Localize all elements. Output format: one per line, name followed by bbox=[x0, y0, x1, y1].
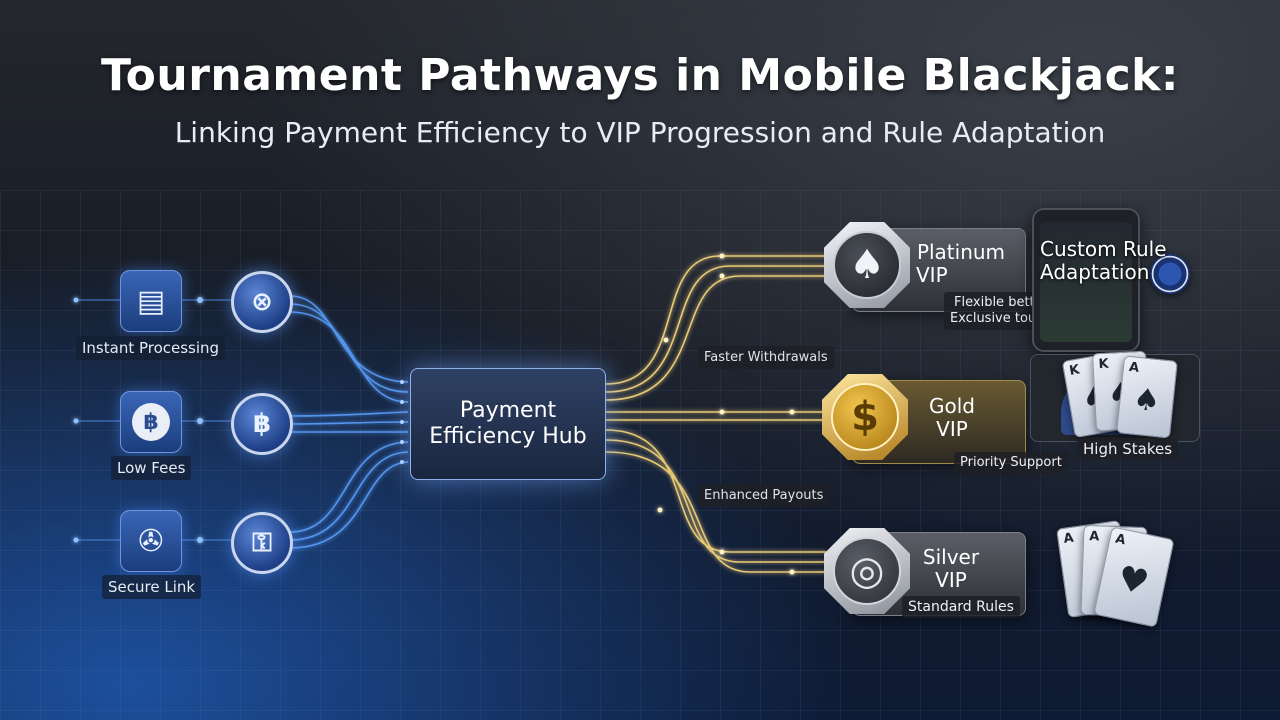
payment-efficiency-hub: Payment Efficiency Hub bbox=[410, 368, 606, 480]
path-label-enhanced-payouts: Enhanced Payouts bbox=[698, 484, 830, 507]
hub-label: Payment Efficiency Hub bbox=[429, 398, 587, 449]
source-label-secure-link: Secure Link bbox=[102, 575, 202, 599]
path-label-faster-withdrawals: Faster Withdrawals bbox=[698, 346, 834, 369]
silver-perks: Standard Rules bbox=[902, 596, 1020, 618]
poker-chip-icon bbox=[1150, 254, 1190, 294]
processing-coin-icon: ⊗ bbox=[231, 271, 293, 333]
playing-card-icon: A♠ bbox=[1116, 355, 1178, 439]
gold-tier-name: Gold VIP bbox=[929, 394, 975, 441]
fees-coin-icon: ฿ bbox=[231, 393, 293, 455]
source-label-instant-processing: Instant Processing bbox=[76, 336, 226, 360]
bitcoin-icon: ฿ bbox=[120, 391, 182, 453]
high-stakes-label: High Stakes bbox=[1077, 438, 1179, 460]
page-subtitle: Linking Payment Efficiency to VIP Progre… bbox=[174, 116, 1106, 149]
silver-badge-icon: ◎ bbox=[824, 528, 910, 614]
page-title: Tournament Pathways in Mobile Blackjack: bbox=[100, 50, 1180, 101]
secure-link-icon: ✇ bbox=[120, 510, 182, 572]
secure-coin-icon: ⚿ bbox=[231, 512, 293, 574]
platinum-badge-icon: ♠ bbox=[824, 222, 910, 308]
source-label-low-fees: Low Fees bbox=[111, 456, 192, 480]
gold-badge-icon: $ bbox=[822, 374, 908, 460]
credit-card-icon: ▤ bbox=[120, 270, 182, 332]
platinum-tier-name: Platinum VIP bbox=[916, 240, 1006, 287]
custom-rule-adaptation-label: Custom Rule Adaptation bbox=[1040, 237, 1167, 284]
gold-perks: Priority Support bbox=[954, 452, 1068, 474]
phone-icon bbox=[1032, 208, 1140, 352]
silver-tier-name: Silver VIP bbox=[922, 545, 980, 592]
